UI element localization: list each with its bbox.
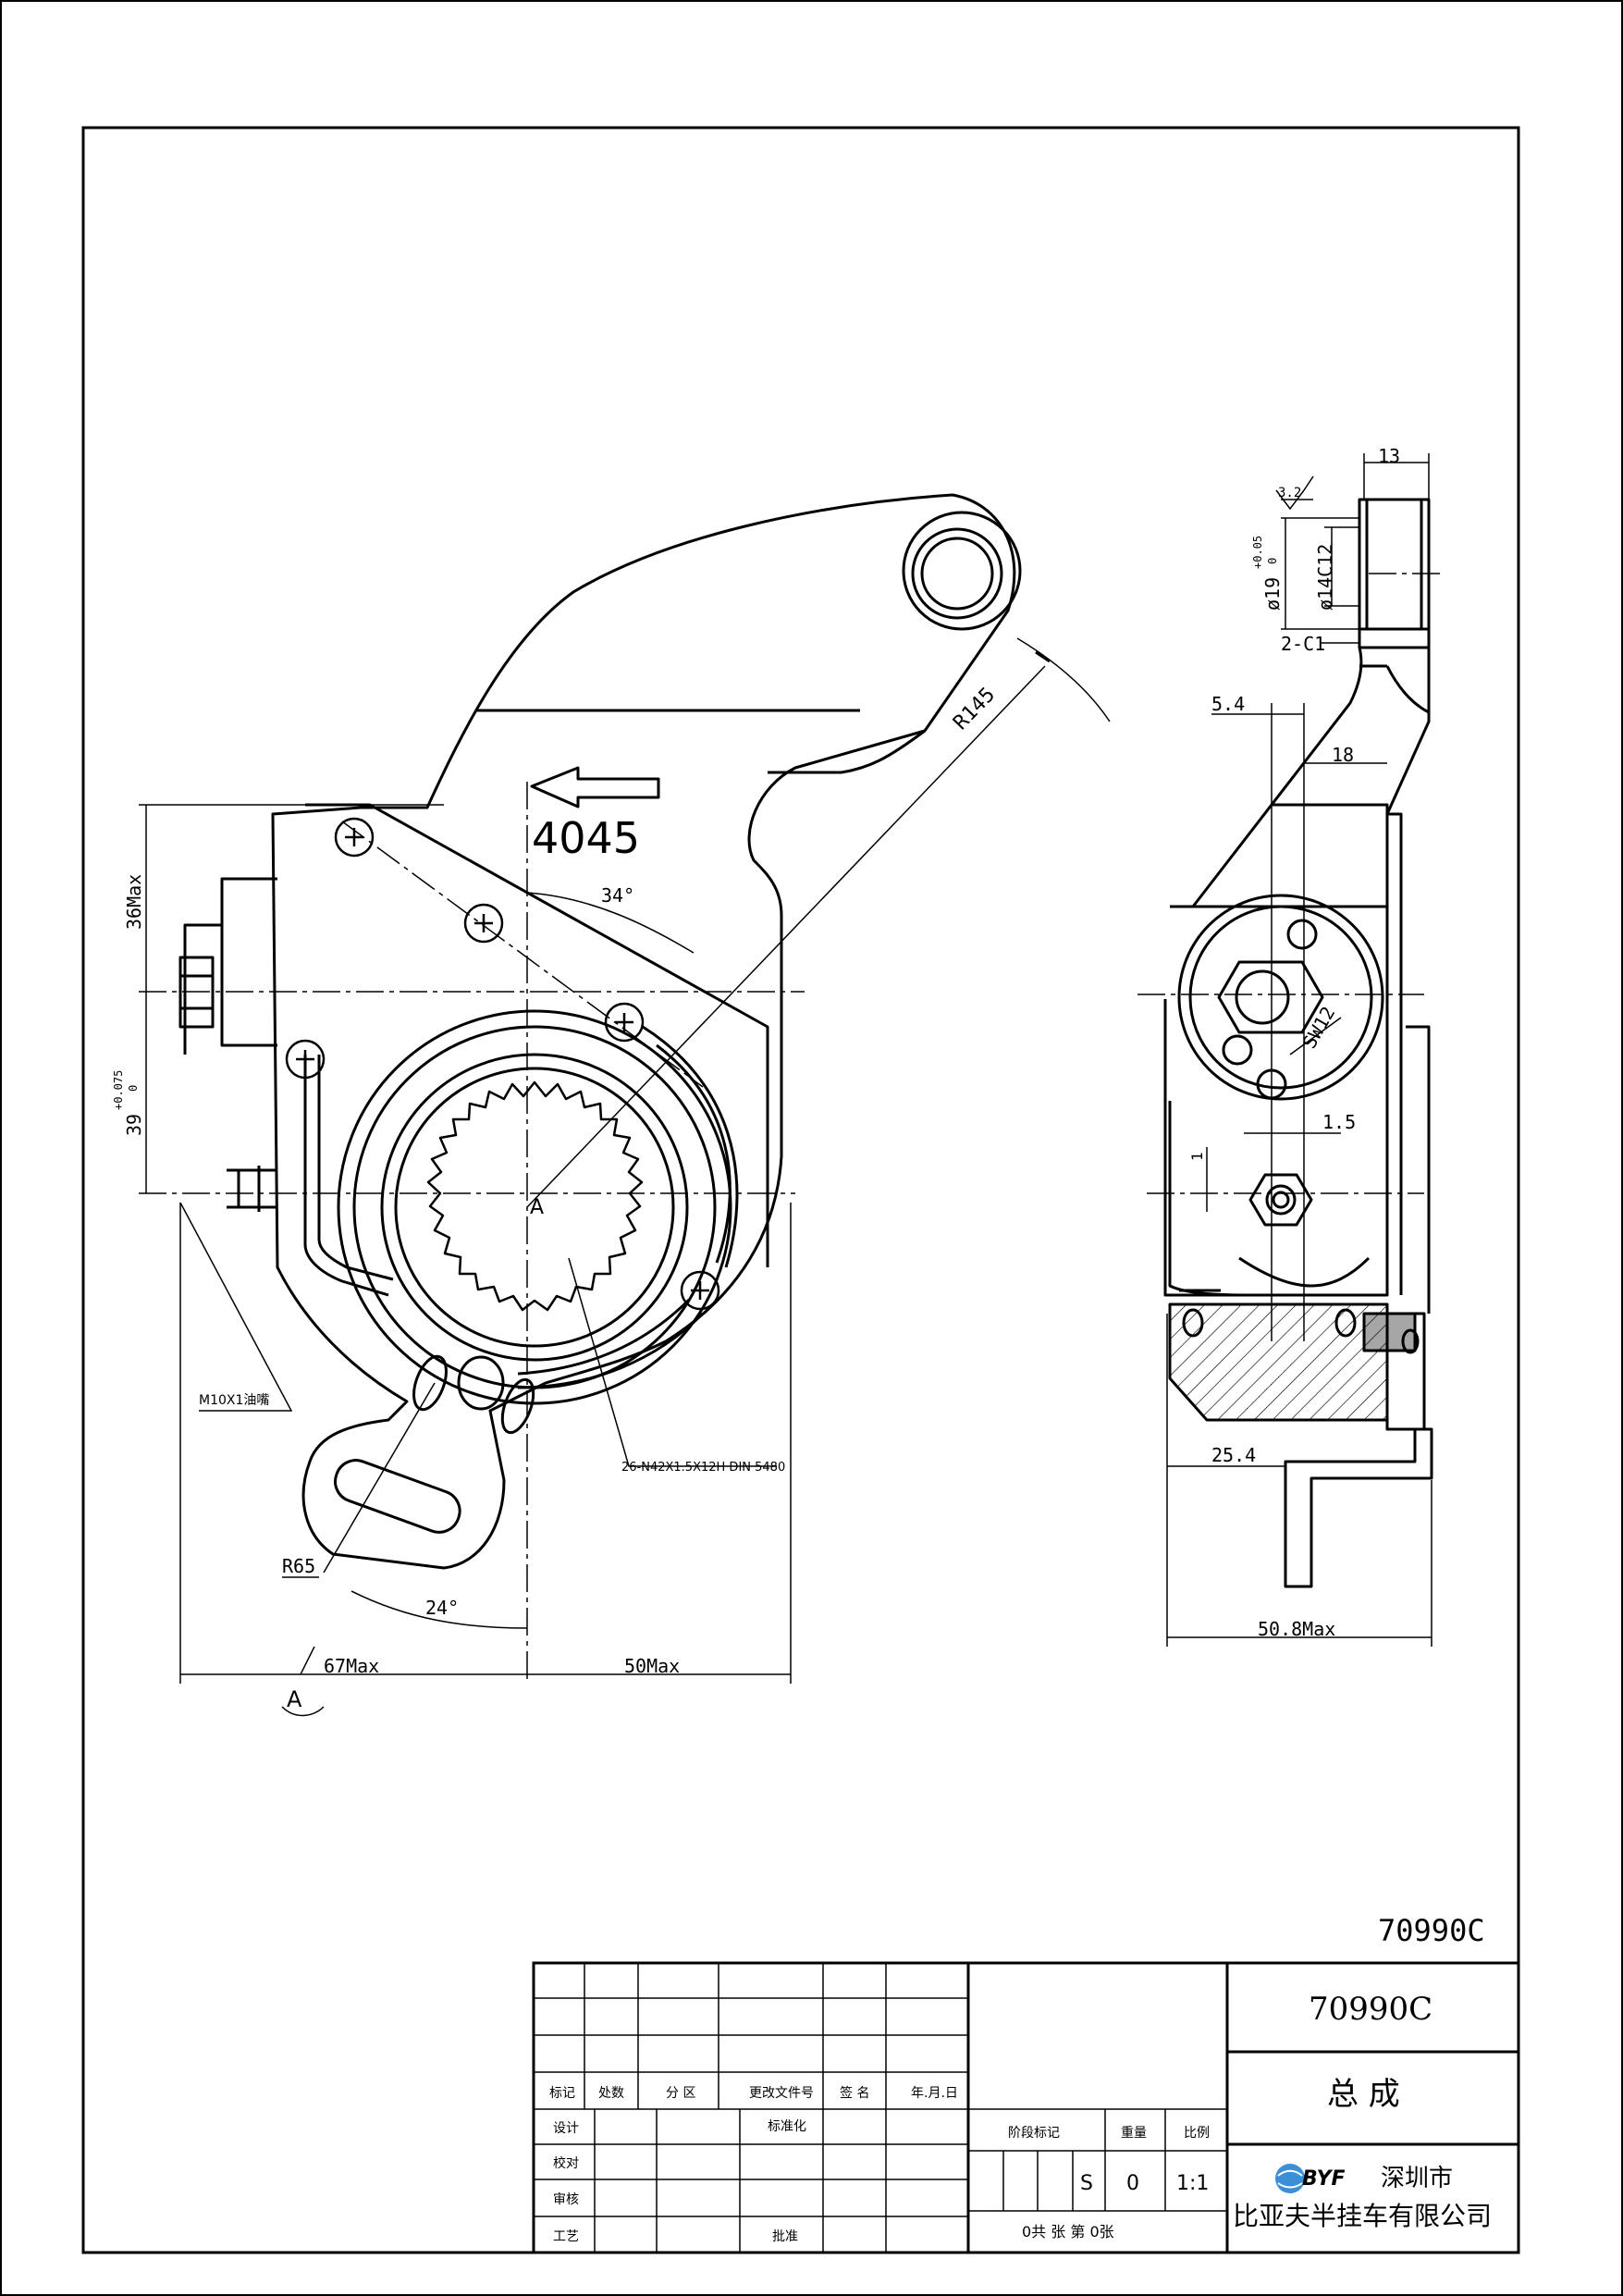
sheets-text: 0共 张 第 0张 [1022,2223,1114,2240]
header-mark: 标记 [549,2086,575,2101]
dim-r145: R145 [949,684,1000,734]
label-scale: 比例 [1184,2126,1210,2141]
company-name: 比亚夫半挂车有限公司 [1233,2201,1492,2231]
dim-1: 1 [1188,1152,1206,1161]
dim-13: 13 [1378,445,1400,467]
front-view-dimensions [139,637,1111,1717]
header-date: 年.月.日 [911,2086,958,2101]
section-a-mark: A [287,1686,302,1712]
row-review: 审核 [553,2192,579,2207]
drawing-frame [81,126,1520,2254]
header-change-doc: 更改文件号 [749,2086,814,2101]
dim-m10: M10X1油嘴 [199,1393,269,1408]
part-name: 总 成 [1327,2076,1400,2113]
dim-r65: R65 [282,1555,315,1577]
row-process: 工艺 [553,2229,579,2244]
dim-39: 39 [123,1114,145,1136]
dim-d19-tol-upper: +0.05 [1251,536,1264,569]
side-view [1163,498,1433,1588]
dim-spline: 26-N42X1.5X12H DIN 5480 [621,1461,785,1475]
company-logo: BYF [1275,2164,1346,2193]
row-design: 设计 [553,2121,579,2136]
logo-globe-icon [1275,2164,1305,2193]
front-view-labels: 4045 R145 34° 36Max 39 +0.075 0 A M10X1油… [112,684,1000,1712]
roughness: 3.2 [1278,486,1301,500]
dim-18: 18 [1332,744,1354,766]
dim-d19: ø19 [1261,577,1284,611]
label-stage: 阶段标记 [1008,2126,1060,2141]
dim-50max: 50Max [624,1655,680,1677]
value-weight: 0 [1126,2172,1139,2195]
label-standardization: 标准化 [768,2119,806,2134]
dim-25-4: 25.4 [1211,1444,1256,1466]
company-city: 深圳市 [1381,2165,1453,2192]
dim-d14: ø14C12 [1314,544,1336,611]
front-view [178,493,1022,1570]
title-block-text: 标记 处数 分 区 更改文件号 签 名 年.月.日 设计 校对 审核 工艺 标准… [549,1991,1492,2244]
dim-angle34: 34° [601,884,634,907]
arrow-number: 4045 [532,813,640,863]
dim-1-5: 1.5 [1322,1111,1356,1133]
part-number: 70990C [1309,1991,1432,2028]
dim-67max: 67Max [324,1655,379,1677]
value-scale: 1:1 [1176,2172,1209,2195]
corner-part-number: 70990C [1378,1913,1485,1948]
header-sign: 签 名 [840,2085,869,2101]
dim-d19-tol-lower: 0 [1266,558,1279,564]
dim-angle24: 24° [425,1597,459,1619]
title-block [532,1961,1520,2254]
dim-39-tol-upper: +0.075 [112,1070,125,1110]
label-weight: 重量 [1121,2126,1147,2141]
side-view-dimensions [1137,453,1443,1647]
row-check: 校对 [553,2155,579,2171]
label-approve: 批准 [772,2229,798,2244]
dim-39-tol-lower: 0 [127,1085,140,1092]
header-count: 处数 [598,2086,624,2101]
dim-chamfer: 2-C1 [1281,633,1325,655]
dim-5-4: 5.4 [1211,693,1245,715]
dim-50-8max: 50.8Max [1258,1618,1335,1640]
center-mark: A [530,1196,544,1219]
dim-36max: 36Max [123,874,145,930]
logo-text: BYF [1302,2167,1346,2191]
header-zone: 分 区 [666,2086,695,2101]
value-stage: S [1080,2172,1093,2195]
